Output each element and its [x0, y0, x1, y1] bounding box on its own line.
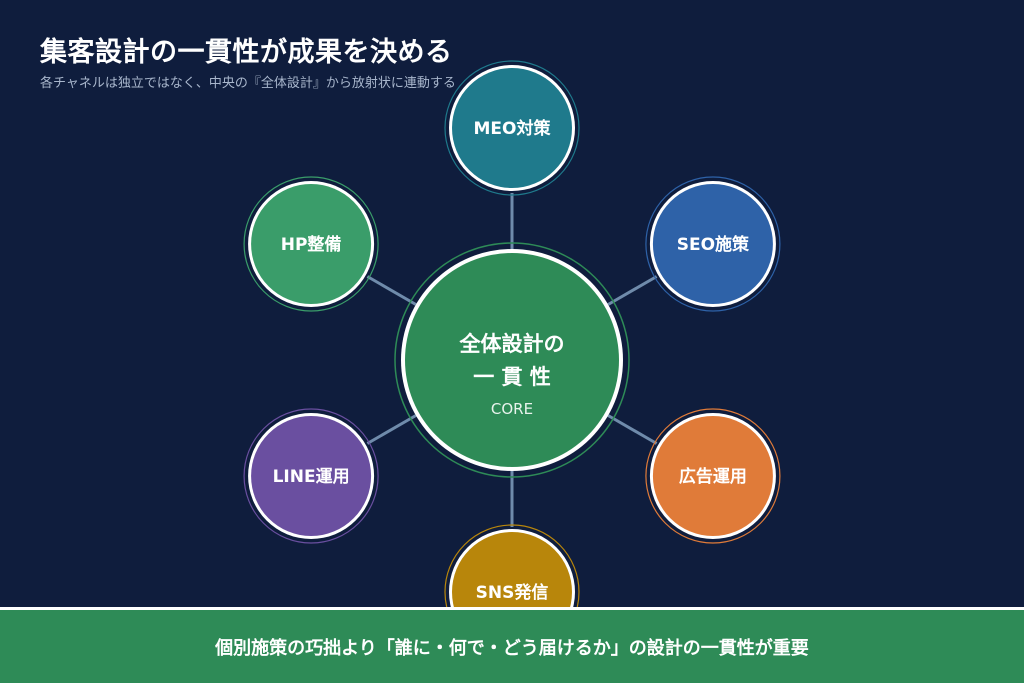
core-circle [405, 253, 619, 467]
channel-node-5: HP整備 [243, 176, 379, 312]
channel-node-2: 広告運用 [645, 408, 781, 544]
channel-circle [452, 68, 572, 188]
channel-label: HP整備 [281, 234, 342, 255]
channel-node-3: SNS発信 [444, 524, 580, 607]
channel-outer-ring [243, 408, 379, 544]
core-subtitle: CORE [491, 400, 533, 418]
core-outer-ring [394, 242, 630, 478]
channel-node-4: LINE運用 [243, 408, 379, 544]
footer-text: 個別施策の巧拙より「誰に・何で・どう届けるか」の設計の一貫性が重要 [215, 637, 809, 659]
channel-circle [452, 532, 572, 607]
page-title: 集客設計の一貫性が成果を決める [40, 37, 453, 68]
connector-line [607, 275, 658, 306]
page-subtitle: 各チャネルは独立ではなく、中央の『全体設計』から放射状に連動する [40, 76, 456, 91]
connector-line [366, 275, 417, 306]
channel-label: SNS発信 [476, 582, 549, 603]
channel-circle [251, 416, 372, 536]
channel-circle [251, 184, 372, 304]
channel-outer-ring [243, 176, 379, 312]
channel-circle [652, 416, 773, 536]
channel-circle [652, 184, 773, 304]
core-title-line1: 全体設計の [459, 332, 565, 356]
channel-outer-ring [645, 408, 781, 544]
connector-line [366, 414, 417, 445]
connector-line [607, 414, 658, 445]
channel-outer-ring [444, 60, 580, 196]
connectors [366, 193, 658, 527]
footer-banner: 個別施策の巧拙より「誰に・何で・どう届けるか」の設計の一貫性が重要 [0, 607, 1024, 683]
channel-label: MEO対策 [474, 118, 552, 139]
channel-outer-ring [645, 176, 781, 312]
channel-node-1: SEO施策 [645, 176, 781, 312]
channel-node-0: MEO対策 [444, 60, 580, 196]
channel-label: LINE運用 [273, 467, 350, 487]
channel-outer-ring [444, 524, 580, 607]
core-title-line2: 一 貫 性 [473, 365, 551, 389]
channel-label: SEO施策 [677, 234, 750, 255]
channel-label: 広告運用 [679, 466, 747, 487]
core-node: 全体設計の 一 貫 性 CORE [394, 242, 630, 478]
